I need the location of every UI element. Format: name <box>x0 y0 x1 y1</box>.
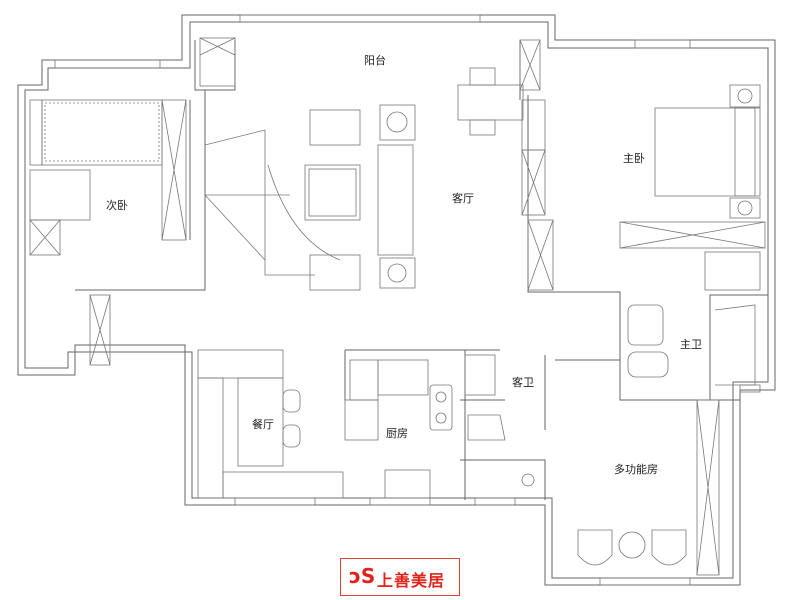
dining-furniture <box>197 349 344 499</box>
room-label-master-bath: 主卫 <box>680 338 702 351</box>
bed-second-bedroom <box>29 99 187 366</box>
room-label-master-bedroom: 主卧 <box>623 152 645 165</box>
room-label-balcony: 阳台 <box>364 54 386 67</box>
outer-walls <box>17 14 776 586</box>
multi-function-furniture <box>577 399 720 576</box>
brand-logo: ↄS 上善美居 <box>340 558 460 596</box>
room-label-second-bedroom: 次卧 <box>106 199 128 212</box>
room-label-living-room: 客厅 <box>452 192 474 205</box>
master-bath-fixtures <box>627 304 756 386</box>
room-label-guest-bath: 客卫 <box>512 376 534 389</box>
room-label-kitchen: 厨房 <box>386 427 408 440</box>
kitchen-fixtures <box>344 359 453 499</box>
living-room-furniture <box>199 37 554 291</box>
room-label-multi-function-room: 多功能房 <box>614 463 658 476</box>
logo-text: 上善美居 <box>377 571 446 590</box>
room-label-dining-room: 餐厅 <box>252 418 274 431</box>
interior-walls <box>75 40 768 500</box>
guest-bath-fixtures <box>464 354 535 487</box>
logo-mark-icon: ↄS <box>349 564 376 588</box>
bed-master-bedroom <box>619 84 766 291</box>
windows <box>54 14 761 586</box>
